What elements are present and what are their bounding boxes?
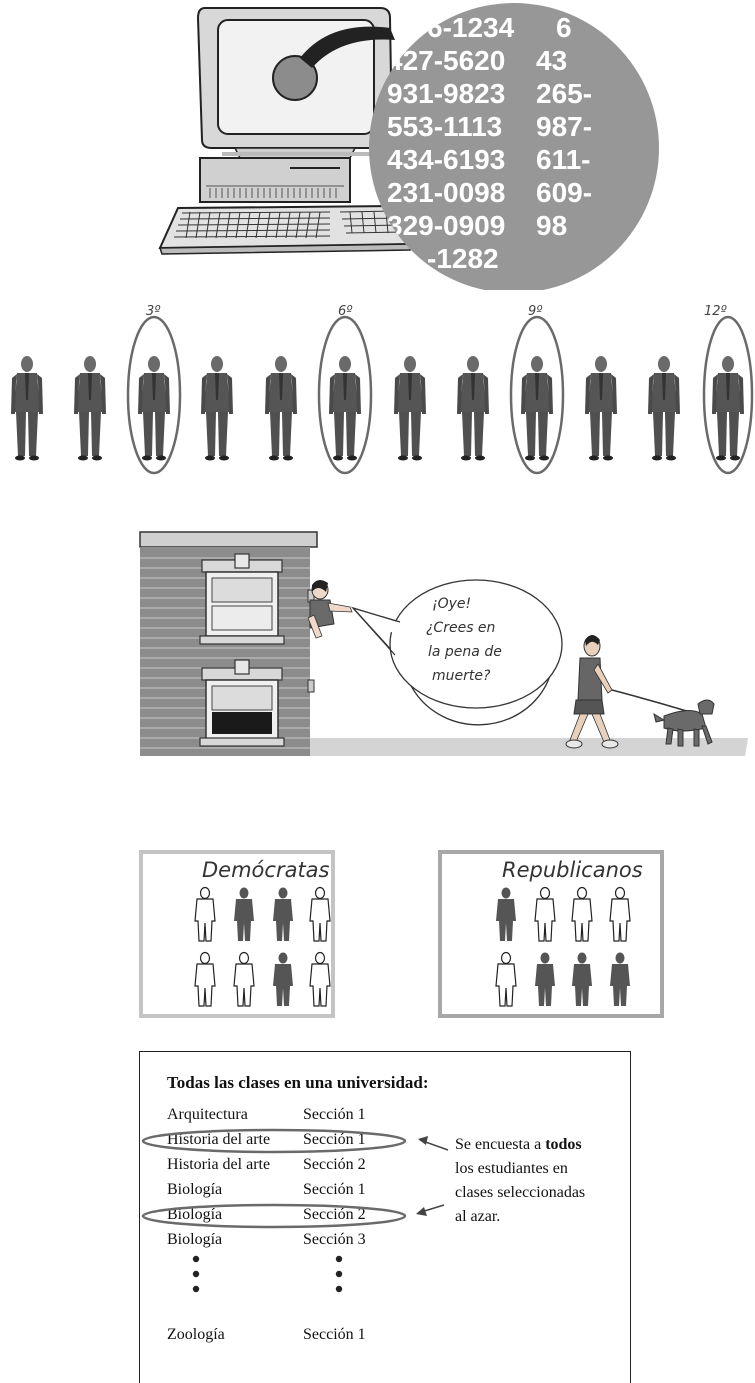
- note-bold: todos: [545, 1136, 581, 1153]
- cluster-note-line: los estudiantes en: [455, 1160, 568, 1178]
- arrow-icon: [416, 1205, 444, 1216]
- note-prefix: Se encuesta a: [455, 1136, 545, 1153]
- cluster-note-line: al azar.: [455, 1208, 500, 1226]
- selection-ellipse: [143, 1130, 405, 1152]
- cluster-note-line: clases seleccionadas: [455, 1184, 585, 1202]
- cluster-note-line-1: Se encuesta a todos: [455, 1136, 582, 1154]
- selection-ellipse: [143, 1205, 405, 1227]
- arrow-icon: [418, 1136, 448, 1150]
- ellipsis-dots: [193, 1256, 342, 1292]
